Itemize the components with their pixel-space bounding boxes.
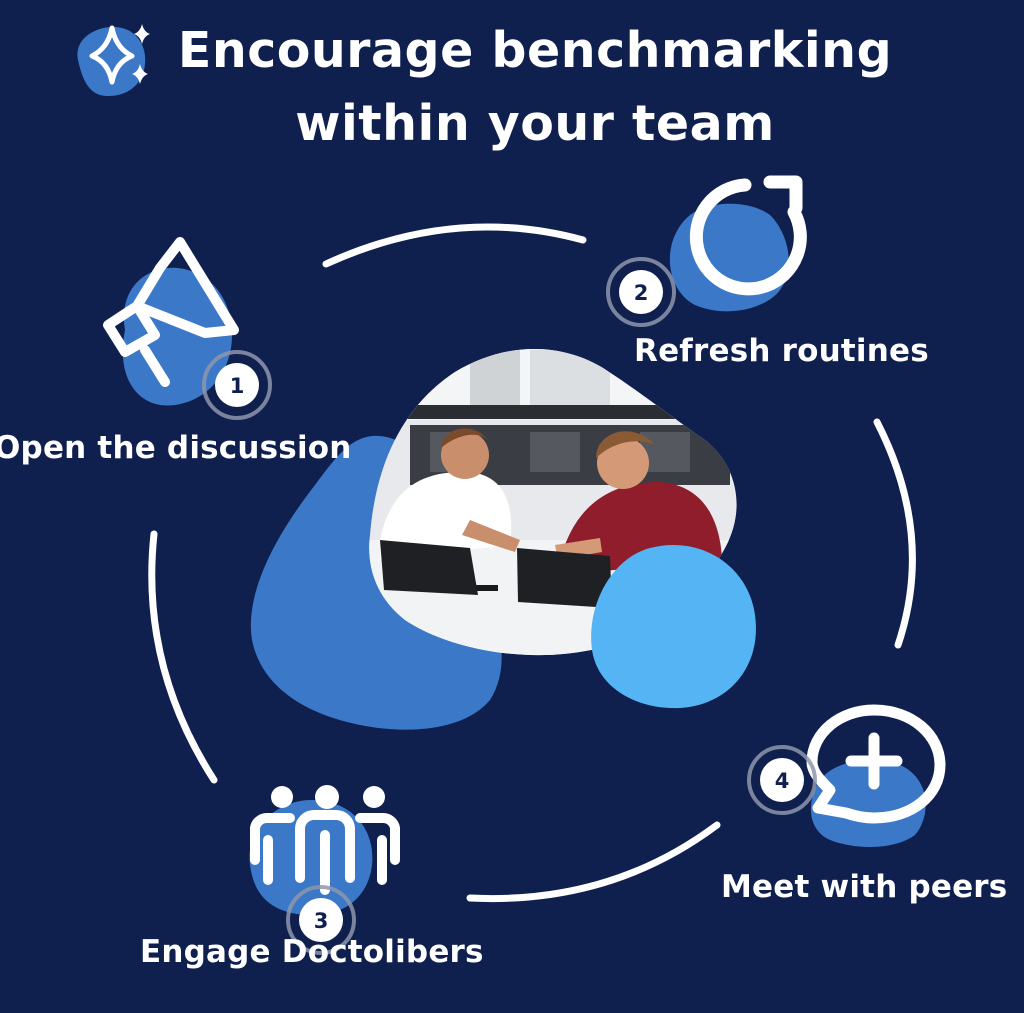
people-group-icon <box>250 809 400 895</box>
arc-right <box>873 418 916 649</box>
arc-top <box>322 223 587 268</box>
arc-left <box>148 530 218 784</box>
step-2-badge-ring <box>606 257 676 327</box>
cycle-arcs <box>148 223 916 903</box>
step-1-icon-group: 1 <box>103 237 272 420</box>
blob-light-blue <box>591 544 756 709</box>
step-2-icon-group: 2 <box>606 175 807 327</box>
step-1-badge-ring <box>202 350 272 420</box>
chat-plus-icon <box>806 704 946 824</box>
arc-bottom <box>466 821 721 903</box>
page-title: Encourage benchmarking within your team <box>150 14 920 160</box>
step-3-icon-group: 3 <box>249 785 400 955</box>
title-line-2: within your team <box>295 95 775 152</box>
step-4-badge: 4 <box>775 769 790 793</box>
step-3-label: Engage Doctolibers <box>140 934 484 970</box>
step-4-label: Meet with peers <box>721 869 1008 905</box>
sparkle-icon <box>77 24 150 97</box>
step-3-badge-ring <box>286 885 356 955</box>
step-2-label: Refresh routines <box>634 333 929 369</box>
title-line-1: Encourage benchmarking <box>177 22 893 79</box>
step-4-badge-ring <box>747 745 817 815</box>
step-2-badge: 2 <box>634 281 649 305</box>
step-1-badge: 1 <box>230 374 245 398</box>
step-3-badge: 3 <box>314 909 329 933</box>
step-4-icon-group: 4 <box>747 704 946 847</box>
megaphone-icon <box>103 237 239 387</box>
center-illustration <box>250 348 756 730</box>
step-1-label: Open the discussion <box>0 430 352 466</box>
refresh-icon <box>689 175 807 296</box>
